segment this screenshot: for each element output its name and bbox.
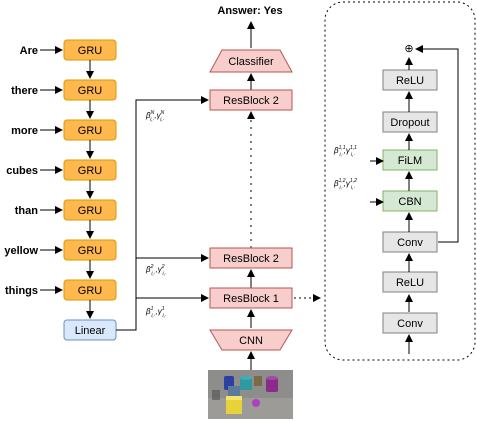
detail-block-conv xyxy=(382,231,438,253)
detail-block-relu xyxy=(382,271,438,293)
resblock-2-label: ResBlock 2 xyxy=(223,253,279,265)
question-word: things xyxy=(5,285,38,297)
svg-text:β2i,·,γ2i,·: β2i,·,γ2i,· xyxy=(145,264,167,277)
residual-skip-arrow xyxy=(415,45,459,243)
resblock-detail-panel xyxy=(324,1,476,361)
gru-label: GRU xyxy=(78,125,103,137)
resblock-2-box xyxy=(209,247,293,269)
gru-label: GRU xyxy=(78,245,103,257)
gru-label: GRU xyxy=(78,205,103,217)
gru-label: GRU xyxy=(78,165,103,177)
question-word: cubes xyxy=(6,165,38,177)
question-word: there xyxy=(11,85,38,97)
detail-block-label: ReLU xyxy=(396,277,424,289)
question-word: than xyxy=(15,205,39,217)
detail-block-label: Conv xyxy=(397,237,423,249)
linear-label: Linear xyxy=(75,325,106,337)
classifier-label: Classifier xyxy=(228,56,274,68)
detail-block-label: Conv xyxy=(397,318,423,330)
question-word: yellow xyxy=(4,245,38,257)
cnn-label: CNN xyxy=(239,335,263,347)
detail-block-label: CBN xyxy=(398,196,421,208)
classifier-box xyxy=(209,49,293,73)
detail-block-label: FiLM xyxy=(398,155,422,167)
svg-text:β1,2i,·,γ1,2i,·: β1,2i,·,γ1,2i,· xyxy=(333,178,357,191)
svg-text:β1,1i,·,γ1,1i,·: β1,1i,·,γ1,1i,· xyxy=(333,145,357,158)
answer-label: Answer: Yes xyxy=(217,5,282,17)
svg-text:βNi,·,γNi,·: βNi,·,γNi,· xyxy=(145,110,165,123)
sum-node-icon: ⊕ xyxy=(404,43,413,55)
question-word: Are xyxy=(20,45,38,57)
resblock-1-box xyxy=(209,287,293,309)
resblock-n-box xyxy=(209,89,293,111)
gru-label: GRU xyxy=(78,85,103,97)
input-scene-image xyxy=(208,370,293,419)
detail-block-relu xyxy=(382,69,438,91)
linear-to-resblock-n-arrow xyxy=(116,96,209,331)
detail-block-label: ReLU xyxy=(396,75,424,87)
resblock-n-label: ResBlock 2 xyxy=(223,95,279,107)
resblock-1-label: ResBlock 1 xyxy=(223,293,279,305)
svg-text:β1i,·,γ1i,·: β1i,·,γ1i,· xyxy=(145,306,167,319)
detail-block-conv xyxy=(382,312,438,334)
question-word: more xyxy=(11,125,38,137)
gru-label: GRU xyxy=(78,45,103,57)
detail-block-dropout xyxy=(382,111,438,133)
cnn-box xyxy=(209,329,293,351)
detail-block-label: Dropout xyxy=(390,117,429,129)
gru-label: GRU xyxy=(78,285,103,297)
